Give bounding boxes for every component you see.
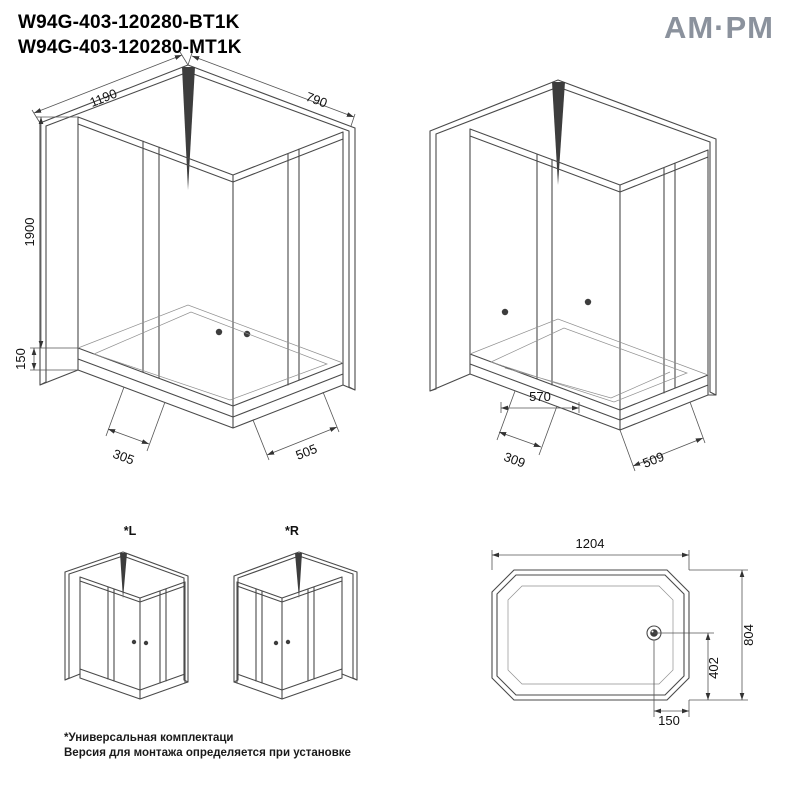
dim-width-label: 1190 — [88, 86, 120, 110]
dimensions: 1190 790 1900 150 305 505 — [13, 51, 356, 468]
variant-left-label: *L — [124, 524, 137, 538]
dim-drain-offset-label: 150 — [658, 713, 680, 728]
brand-logo: AM·PM — [663, 10, 774, 45]
door-knob-left — [501, 308, 509, 316]
dimline-305 — [107, 428, 150, 445]
glass-panels — [77, 116, 344, 407]
dimline-505 — [266, 426, 338, 456]
dimensions: 1204 804 402 150 — [491, 536, 756, 728]
wall-panels — [39, 64, 356, 391]
tray-inner-edges — [469, 318, 709, 403]
glass-panels — [469, 128, 709, 411]
corner-profile — [182, 67, 195, 190]
tray-outline — [491, 569, 690, 701]
variant-views: *L *R — [46, 521, 376, 736]
tray-top-view: 1204 804 402 150 — [462, 528, 782, 743]
dim-height-label: 1900 — [22, 218, 37, 247]
variant-right-drawing — [233, 551, 358, 700]
main-isometric-svg: 1190 790 1900 150 305 505 — [13, 51, 356, 468]
variant-right-label: *R — [285, 524, 299, 538]
door-knob-left — [215, 328, 223, 336]
dimline-790 — [191, 55, 355, 118]
glass-enclosure — [77, 116, 344, 407]
product-codes: W94G-403-120280-BT1K W94G-403-120280-MT1… — [18, 10, 242, 60]
dim-width-label: 1204 — [576, 536, 605, 551]
secondary-isometric-svg: 570 309 509 — [429, 79, 717, 472]
walls — [39, 64, 356, 391]
door-knob-right — [584, 298, 592, 306]
dimline-1190 — [33, 54, 183, 114]
variant-left-drawing — [64, 551, 189, 700]
main-isometric-view: 1190 790 1900 150 305 505 — [8, 50, 398, 495]
tray-floor-edge — [507, 585, 674, 685]
footnote-line-1: *Универсальная комплектаци — [64, 732, 234, 744]
ext-509 — [619, 401, 706, 472]
ext-305 — [105, 386, 166, 452]
ext-804 — [689, 569, 748, 701]
ext-150 — [653, 640, 690, 717]
product-code-1: W94G-403-120280-BT1K — [18, 12, 240, 33]
dim-inner-width-label: 570 — [529, 389, 551, 404]
footnote: *Универсальная комплектаци Версия для мо… — [64, 731, 351, 761]
secondary-isometric-view: 570 309 509 — [415, 50, 775, 495]
glass-enclosure — [469, 128, 709, 411]
product-code-2: W94G-403-120280-MT1K — [18, 37, 242, 58]
variant-views-svg: *L *R — [64, 524, 358, 700]
dim-tray-height-label: 150 — [13, 348, 28, 370]
drain-highlight — [651, 630, 654, 633]
door-knob-right — [243, 330, 251, 338]
ext-309 — [496, 390, 558, 456]
ext-1204 — [491, 550, 690, 570]
dim-half-depth-label: 402 — [706, 657, 721, 679]
dim-depth-label: 804 — [741, 624, 756, 646]
dim-bottom-right-label: 509 — [640, 449, 666, 471]
tray-outer-edge — [491, 569, 690, 701]
footnote-line-2: Версия для монтажа определяется при уста… — [64, 747, 351, 759]
tray-back-edges — [77, 304, 344, 401]
dim-bottom-right-label: 505 — [294, 441, 320, 463]
tray-outline — [77, 347, 344, 429]
wall-panels — [429, 79, 717, 396]
tray-inner-edge — [496, 574, 685, 696]
dim-bottom-left-label: 309 — [502, 449, 528, 471]
tray-top-view-svg: 1204 804 402 150 — [491, 536, 756, 728]
walls — [429, 79, 717, 396]
dim-depth-label: 790 — [304, 89, 330, 111]
ext-790 — [187, 52, 356, 127]
dim-bottom-left-label: 305 — [111, 446, 137, 468]
ext-1900 — [30, 116, 78, 349]
ext-505 — [252, 391, 340, 461]
dimline-509 — [632, 437, 704, 467]
dimensions: 570 309 509 — [496, 389, 706, 472]
dimline-309 — [498, 431, 542, 448]
shower-tray — [77, 304, 344, 429]
corner-profile — [552, 82, 565, 185]
shower-tray — [469, 318, 709, 431]
